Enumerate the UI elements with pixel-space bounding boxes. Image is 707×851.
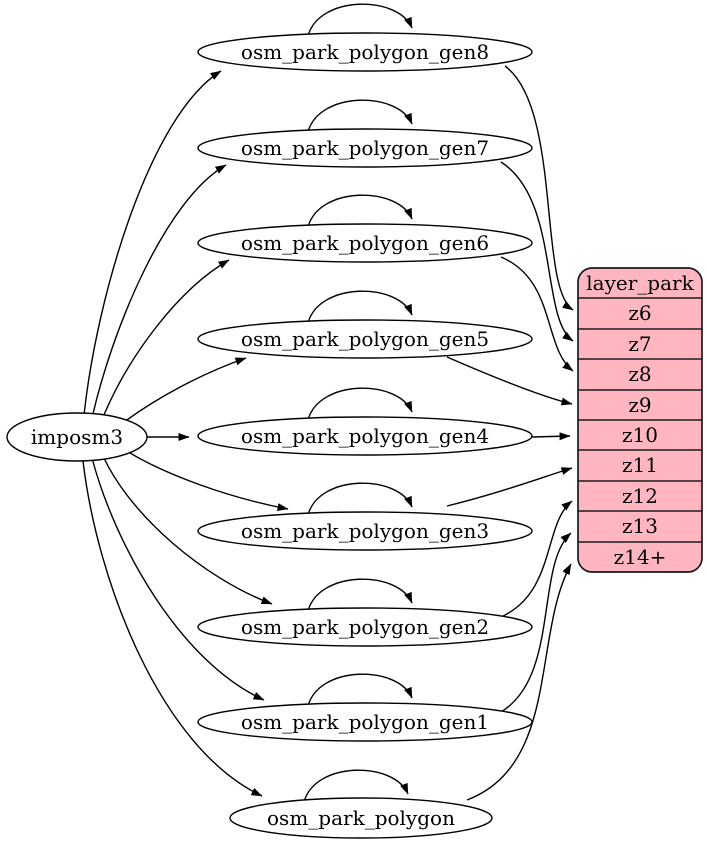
edges-to-layer bbox=[446, 65, 574, 801]
gen1-ellipse bbox=[197, 702, 533, 742]
edge-imposm3-gen6 bbox=[100, 259, 230, 423]
edge-imposm3-polygon bbox=[82, 460, 263, 797]
edge-polygon-z14 bbox=[466, 563, 572, 801]
edge-gen5-z9 bbox=[446, 356, 573, 406]
self-loop-gen7 bbox=[307, 99, 413, 133]
node-osm-park-polygon-gen8: osm_park_polygon_gen8 bbox=[197, 32, 533, 72]
gen7-label: osm_park_polygon_gen7 bbox=[241, 136, 489, 160]
edge-imposm3-gen3 bbox=[124, 449, 289, 511]
self-loop-gen8 bbox=[307, 3, 413, 37]
edge-gen8-z6 bbox=[504, 65, 574, 311]
edge-imposm3-gen7 bbox=[91, 164, 227, 419]
gen1-label: osm_park_polygon_gen1 bbox=[241, 710, 489, 734]
self-loop-polygon bbox=[303, 769, 409, 803]
polygon-ellipse bbox=[229, 797, 493, 839]
imposm3-label: imposm3 bbox=[31, 425, 123, 449]
edge-gen7-z7 bbox=[500, 161, 574, 342]
self-loop-gen2 bbox=[307, 578, 413, 612]
zoom-row-z6: z6 bbox=[628, 301, 651, 325]
polygon-label: osm_park_polygon bbox=[267, 806, 455, 830]
imposm3-ellipse bbox=[6, 412, 148, 462]
gen8-label: osm_park_polygon_gen8 bbox=[241, 40, 489, 64]
edge-gen3-z11 bbox=[446, 467, 573, 507]
edge-imposm3-gen2 bbox=[102, 455, 273, 605]
layer-park-title: layer_park bbox=[586, 271, 694, 295]
node-osm-park-polygon-gen7: osm_park_polygon_gen7 bbox=[197, 128, 533, 168]
gen3-label: osm_park_polygon_gen3 bbox=[241, 519, 489, 543]
node-osm-park-polygon: osm_park_polygon bbox=[229, 797, 493, 839]
self-loop-edges bbox=[303, 3, 413, 803]
zoom-row-z13: z13 bbox=[622, 514, 658, 538]
edge-gen6-z8 bbox=[500, 256, 574, 372]
zoom-row-z9: z9 bbox=[628, 393, 651, 417]
gen4-label: osm_park_polygon_gen4 bbox=[241, 424, 489, 448]
zoom-row-z10: z10 bbox=[622, 423, 658, 447]
gen6-ellipse bbox=[197, 223, 533, 263]
gen2-label: osm_park_polygon_gen2 bbox=[241, 615, 489, 639]
node-osm-park-polygon-gen5: osm_park_polygon_gen5 bbox=[197, 319, 533, 359]
node-osm-park-polygon-gen3: osm_park_polygon_gen3 bbox=[197, 511, 533, 551]
edge-gen1-z13 bbox=[500, 532, 572, 713]
zoom-row-z8: z8 bbox=[628, 362, 651, 386]
edge-imposm3-gen1 bbox=[91, 457, 265, 701]
zoom-row-z11: z11 bbox=[622, 453, 658, 477]
gen2-ellipse bbox=[197, 607, 533, 647]
self-loop-gen3 bbox=[307, 482, 413, 516]
gen6-label: osm_park_polygon_gen6 bbox=[241, 231, 489, 255]
edge-gen2-z12 bbox=[500, 500, 573, 618]
self-loop-gen4 bbox=[307, 387, 413, 421]
self-loop-gen5 bbox=[307, 290, 413, 324]
edge-imposm3-gen5 bbox=[115, 357, 247, 429]
edge-imposm3-gen8 bbox=[83, 70, 222, 416]
node-osm-park-polygon-gen6: osm_park_polygon_gen6 bbox=[197, 223, 533, 263]
gen8-ellipse bbox=[197, 32, 533, 72]
gen7-ellipse bbox=[197, 128, 533, 168]
self-loop-gen1 bbox=[307, 673, 413, 707]
node-imposm3: imposm3 bbox=[6, 412, 148, 462]
gen4-ellipse bbox=[197, 416, 533, 456]
node-layer-park: layer_park z6 z7 z8 z9 z10 z11 z12 z13 z… bbox=[577, 267, 703, 573]
node-osm-park-polygon-gen2: osm_park_polygon_gen2 bbox=[197, 607, 533, 647]
zoom-row-z7: z7 bbox=[628, 332, 651, 356]
zoom-row-z14: z14+ bbox=[614, 545, 667, 569]
node-osm-park-polygon-gen4: osm_park_polygon_gen4 bbox=[197, 416, 533, 456]
node-osm-park-polygon-gen1: osm_park_polygon_gen1 bbox=[197, 702, 533, 742]
gen3-ellipse bbox=[197, 511, 533, 551]
gen5-label: osm_park_polygon_gen5 bbox=[241, 327, 489, 351]
gen5-ellipse bbox=[197, 319, 533, 359]
self-loop-gen6 bbox=[307, 194, 413, 228]
zoom-row-z12: z12 bbox=[622, 484, 658, 508]
edges-from-imposm3 bbox=[82, 70, 289, 797]
edge-gen4-z10 bbox=[531, 432, 571, 441]
